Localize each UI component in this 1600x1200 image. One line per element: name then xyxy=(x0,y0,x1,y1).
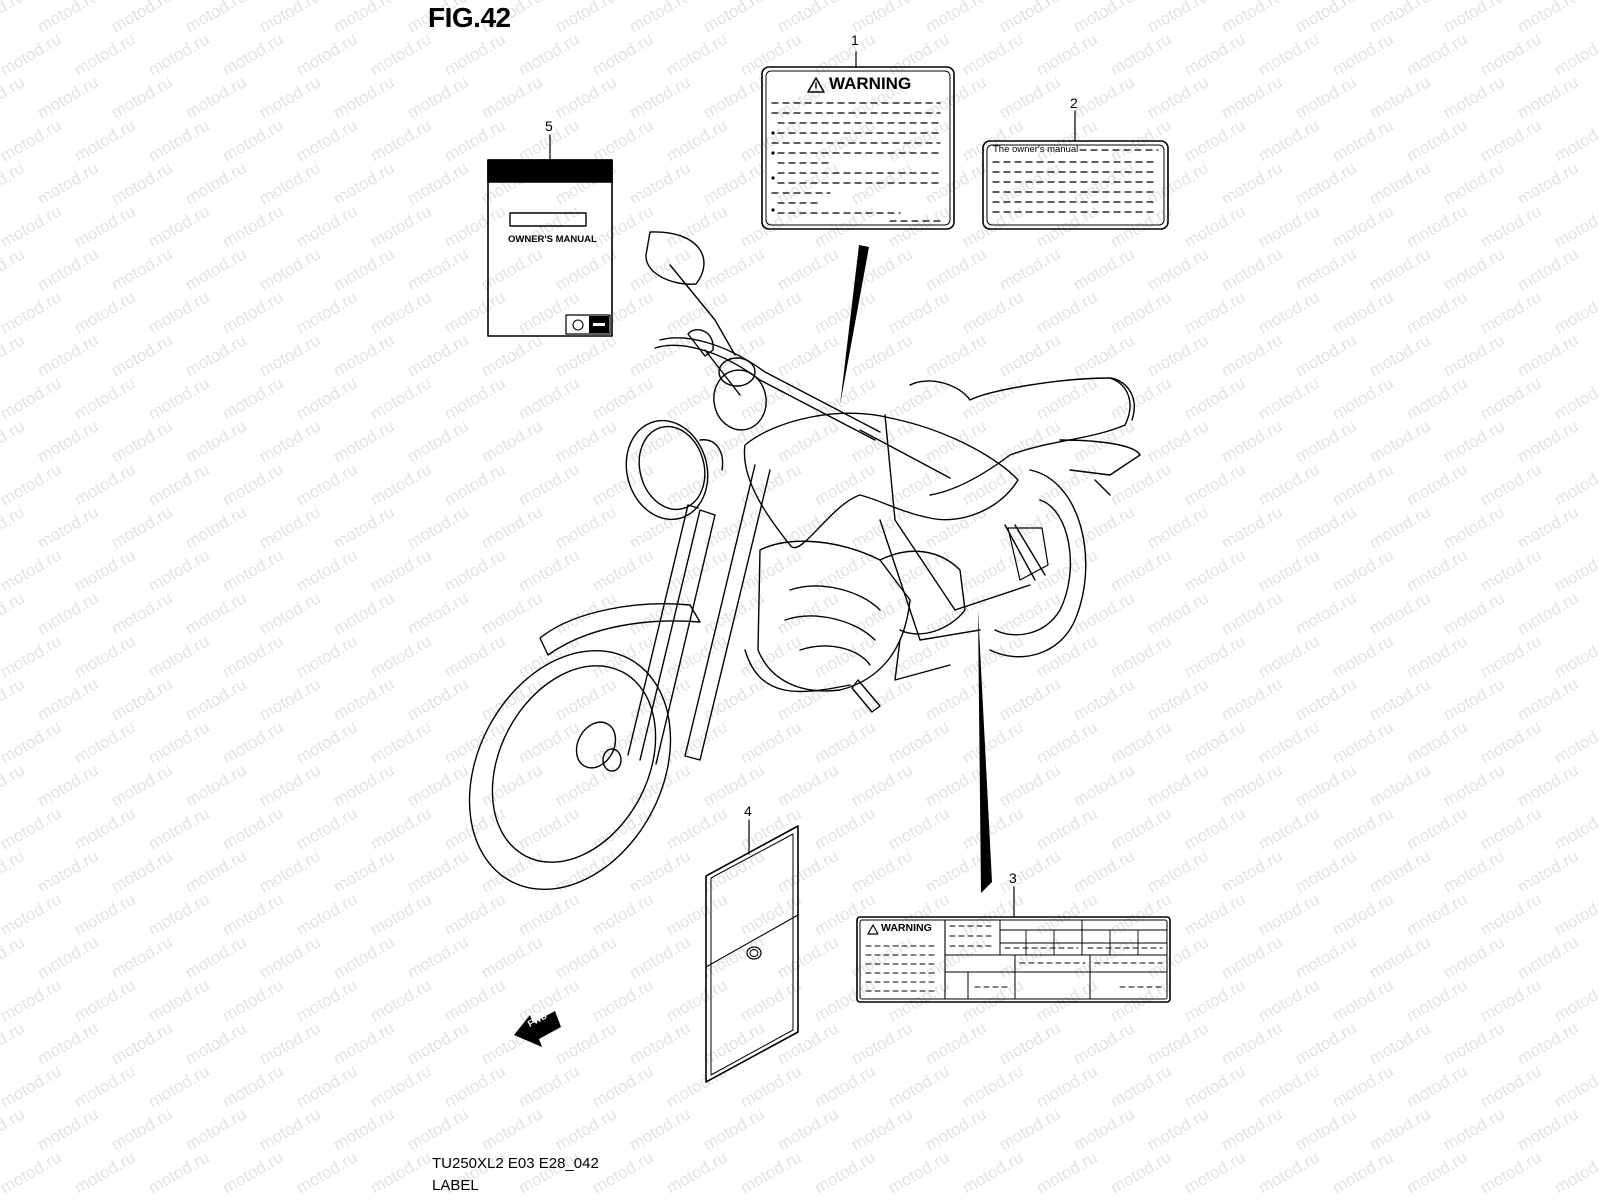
callout-5: 5 xyxy=(545,118,553,134)
fwd-arrow-icon xyxy=(514,1011,561,1047)
leader-1 xyxy=(840,245,869,405)
callout-2: 2 xyxy=(1070,95,1078,111)
callout-1: 1 xyxy=(851,32,859,48)
warning-triangle-icon xyxy=(867,924,879,935)
manual-label-heading: The owner's manual xyxy=(993,144,1079,155)
warning-label-heading: WARNING xyxy=(829,74,912,93)
figure-code: TU250XL2 E03 E28_042 xyxy=(432,1155,599,1172)
frame-warning-heading: WARNING xyxy=(881,922,932,934)
frame-warning-label-3[interactable] xyxy=(856,916,1171,1003)
brand-logo-icon xyxy=(572,319,584,331)
callout-3: 3 xyxy=(1009,870,1017,886)
motorcycle-outline xyxy=(468,231,1141,891)
owners-manual-title: OWNER'S MANUAL xyxy=(508,234,597,245)
owners-manual-booklet-5[interactable] xyxy=(487,159,613,337)
leader-3 xyxy=(978,610,992,893)
figure-title: FIG.42 xyxy=(428,2,511,33)
warning-triangle-icon xyxy=(807,77,825,93)
warning-label-1[interactable] xyxy=(761,66,955,230)
frame-film-label-4[interactable] xyxy=(705,825,799,1083)
callout-4: 4 xyxy=(744,803,752,819)
figure-name: LABEL xyxy=(432,1177,479,1194)
